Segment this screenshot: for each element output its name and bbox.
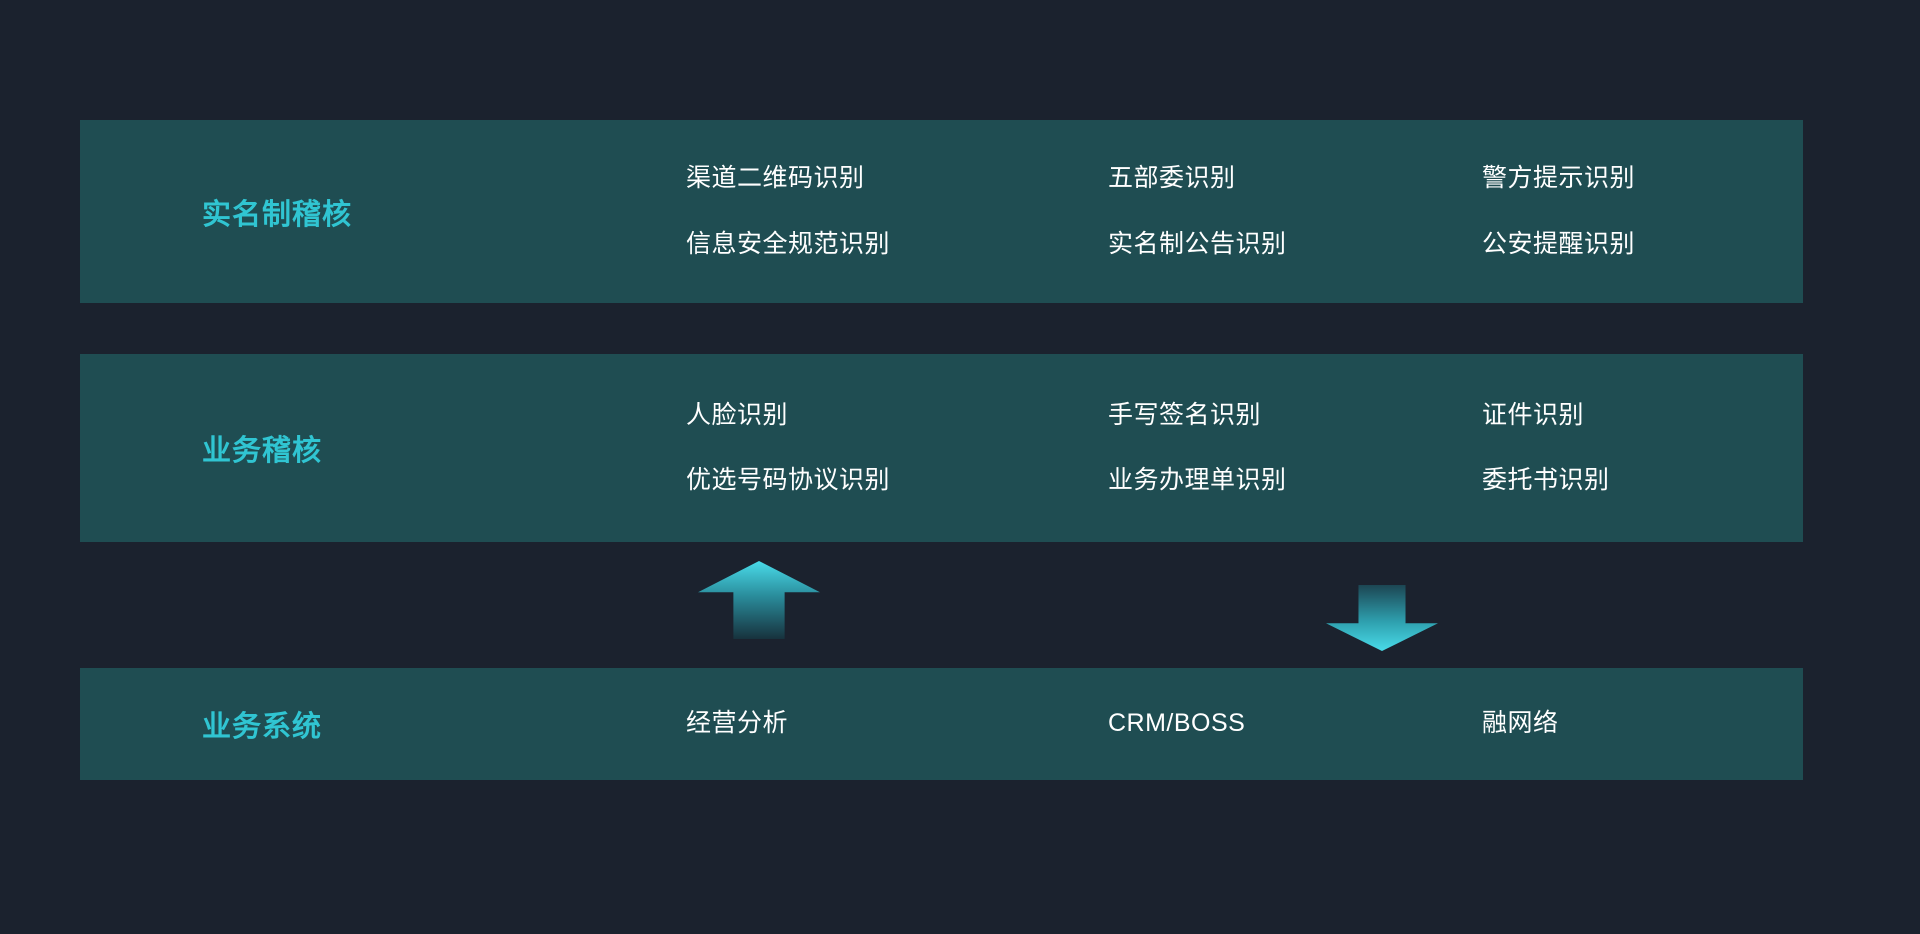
capability-column: 人脸识别 优选号码协议识别 xyxy=(686,354,1108,542)
capability-item: 业务办理单识别 xyxy=(1108,466,1287,494)
capability-column: 手写签名识别 业务办理单识别 xyxy=(1108,354,1482,542)
capability-item: 公安提醒识别 xyxy=(1482,229,1636,258)
capability-item: 手写签名识别 xyxy=(1108,400,1262,429)
capability-item: 警方提示识别 xyxy=(1482,164,1636,192)
capability-column: 证件识别 委托书识别 xyxy=(1482,354,1803,542)
system-item: CRM/BOSS xyxy=(1108,709,1246,738)
system-item: 融网络 xyxy=(1482,709,1559,738)
band-label-cell: 业务稽核 xyxy=(80,354,686,542)
band-title: 实名制稽核 xyxy=(202,198,353,231)
band-label-cell: 业务系统 xyxy=(80,668,686,780)
capability-item: 优选号码协议识别 xyxy=(686,466,891,494)
capability-item: 人脸识别 xyxy=(686,400,789,429)
band-realname-audit: 实名制稽核 渠道二维码识别 信息安全规范识别 五部委识别 实名制公告识别 警方提… xyxy=(80,120,1803,303)
system-column: 经营分析 xyxy=(686,668,1108,780)
capability-column: 警方提示识别 公安提醒识别 xyxy=(1482,120,1803,303)
system-column: CRM/BOSS xyxy=(1108,668,1482,780)
capability-item: 证件识别 xyxy=(1482,400,1585,429)
capability-item: 五部委识别 xyxy=(1108,164,1236,192)
band-title: 业务系统 xyxy=(202,711,323,743)
arrow-up-icon xyxy=(698,561,820,639)
capability-item: 渠道二维码识别 xyxy=(686,164,865,192)
band-business-systems: 业务系统 经营分析 CRM/BOSS 融网络 xyxy=(80,668,1803,780)
band-business-audit: 业务稽核 人脸识别 优选号码协议识别 手写签名识别 业务办理单识别 证件识别 委… xyxy=(80,354,1803,542)
capability-item: 信息安全规范识别 xyxy=(686,229,891,258)
system-item: 经营分析 xyxy=(686,709,789,738)
arrow-down-icon xyxy=(1326,585,1438,651)
band-label-cell: 实名制稽核 xyxy=(80,120,686,303)
system-column: 融网络 xyxy=(1482,668,1803,780)
capability-item: 实名制公告识别 xyxy=(1108,229,1287,258)
capability-column: 渠道二维码识别 信息安全规范识别 xyxy=(686,120,1108,303)
band-title: 业务稽核 xyxy=(202,435,323,467)
capability-item: 委托书识别 xyxy=(1482,466,1610,494)
capability-column: 五部委识别 实名制公告识别 xyxy=(1108,120,1482,303)
